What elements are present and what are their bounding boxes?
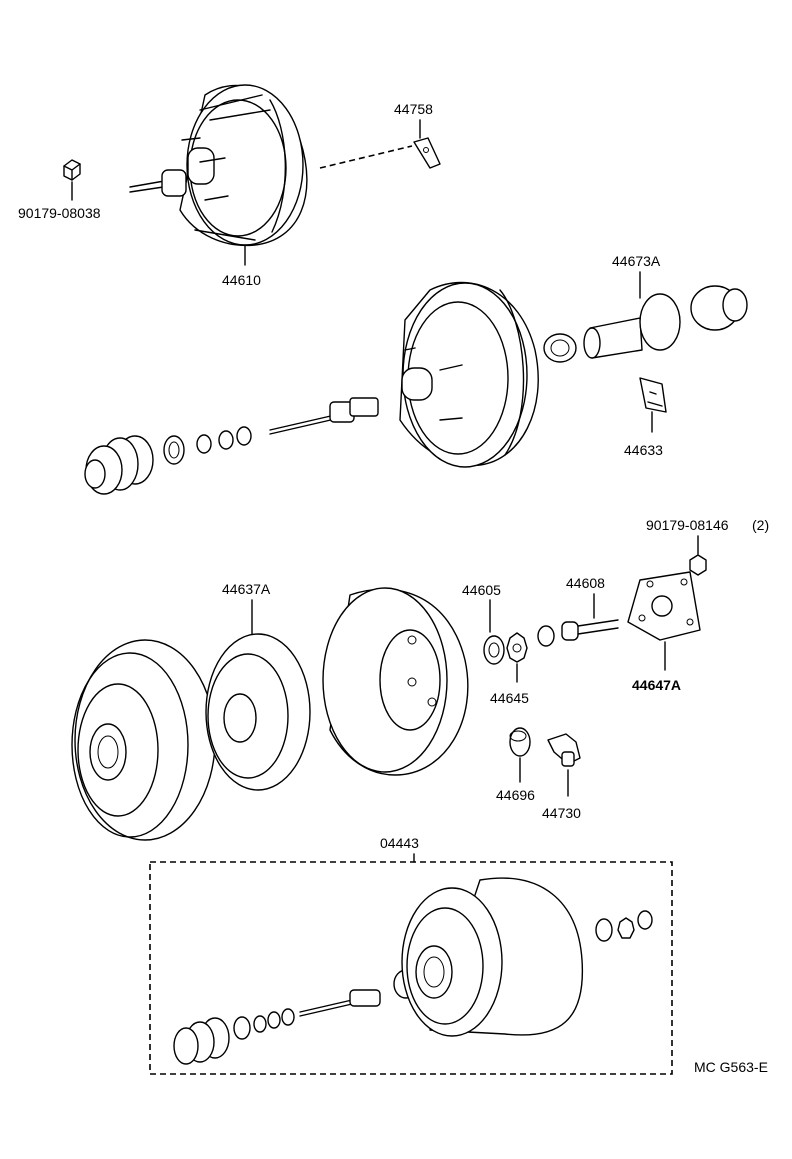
label-44758: 44758: [394, 101, 433, 117]
kit-04443-boundary: [149, 861, 673, 1075]
label-44696: 44696: [496, 787, 535, 803]
label-44610: 44610: [222, 272, 261, 288]
washer-small-1[interactable]: [163, 435, 185, 465]
label-44645: 44645: [490, 690, 529, 706]
booster-shell-large[interactable]: [71, 639, 216, 841]
gasket-plate-44647A[interactable]: [627, 571, 701, 641]
label-44673A: 44673A: [612, 253, 661, 269]
label-90179-08146-qty: (2): [752, 517, 769, 533]
label-90179-08038: 90179-08038: [18, 205, 101, 221]
figure-code: MC G563-E: [694, 1059, 768, 1075]
kit-washers[interactable]: [233, 1008, 295, 1040]
reaction-disc[interactable]: [537, 625, 555, 647]
kit-small-parts[interactable]: [595, 910, 653, 942]
check-valve-44730[interactable]: [547, 733, 581, 767]
push-rod-44608[interactable]: [561, 619, 619, 641]
label-44633: 44633: [624, 442, 663, 458]
label-44647A: 44647A: [632, 677, 681, 693]
clip-44758[interactable]: [413, 137, 441, 169]
dashed-leader-44758: [319, 145, 413, 169]
seal-44605[interactable]: [483, 635, 505, 665]
nut-90179-08038[interactable]: [63, 159, 81, 181]
label-44605: 44605: [462, 582, 501, 598]
push-rod-boot[interactable]: [84, 435, 154, 495]
label-90179-08146: 90179-08146: [646, 517, 729, 533]
nut-90179-08146[interactable]: [689, 554, 707, 576]
label-04443: 04443: [380, 835, 419, 851]
booster-front-shell-44610[interactable]: [129, 84, 308, 247]
washer-small-2[interactable]: [196, 426, 252, 454]
valve-operating-rod[interactable]: [269, 397, 379, 435]
diaphragm-plate[interactable]: [322, 587, 469, 776]
kit-operating-rod[interactable]: [299, 989, 381, 1017]
label-44608: 44608: [566, 575, 605, 591]
label-44637A: 44637A: [222, 581, 271, 597]
booster-rear-shell[interactable]: [399, 281, 539, 468]
key-plate-44633[interactable]: [639, 377, 667, 413]
kit-boot[interactable]: [173, 1017, 230, 1065]
retainer-44645[interactable]: [506, 632, 528, 663]
diaphragm-44637A[interactable]: [205, 633, 311, 791]
kit-booster-assembly[interactable]: [401, 877, 584, 1037]
label-44730: 44730: [542, 805, 581, 821]
grommet-44696[interactable]: [509, 727, 531, 757]
valve-body-boot-44673A[interactable]: [583, 285, 748, 359]
seal-ring-middle[interactable]: [543, 333, 577, 363]
